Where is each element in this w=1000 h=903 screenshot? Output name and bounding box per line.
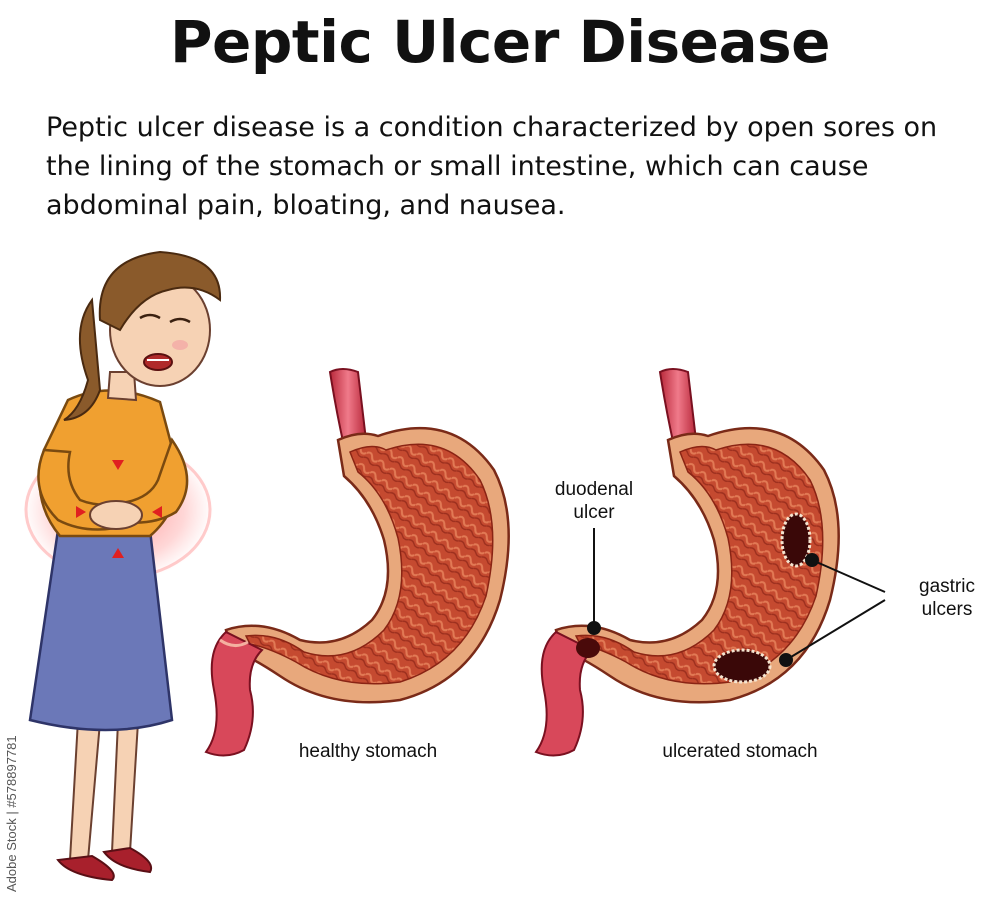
healthy-stomach-illustration xyxy=(204,368,510,757)
duodenal-ulcer-label: duodenal ulcer xyxy=(536,478,652,524)
gastric-ulcers-label-line2: ulcers xyxy=(921,599,973,620)
label-pointers xyxy=(587,528,886,667)
ulcerated-stomach-label: ulcerated stomach xyxy=(662,741,818,762)
description-text: Peptic ulcer disease is a condition char… xyxy=(46,112,938,221)
ulcerated-stomach-illustration xyxy=(534,368,840,757)
gastric-ulcers-label: gastric ulcers xyxy=(902,575,992,621)
woman-figure xyxy=(23,250,222,882)
watermark: Adobe Stock | #578897781 xyxy=(2,660,20,900)
healthy-stomach-label: healthy stomach xyxy=(298,741,438,762)
duodenal-ulcer-label-line1: duodenal xyxy=(554,479,634,500)
page-title: Peptic Ulcer Disease xyxy=(170,8,830,76)
duodenal-ulcer-label-line2: ulcer xyxy=(573,502,615,523)
watermark-text: Adobe Stock | #578897781 xyxy=(4,735,19,892)
gastric-ulcers-label-line1: gastric xyxy=(919,576,975,597)
